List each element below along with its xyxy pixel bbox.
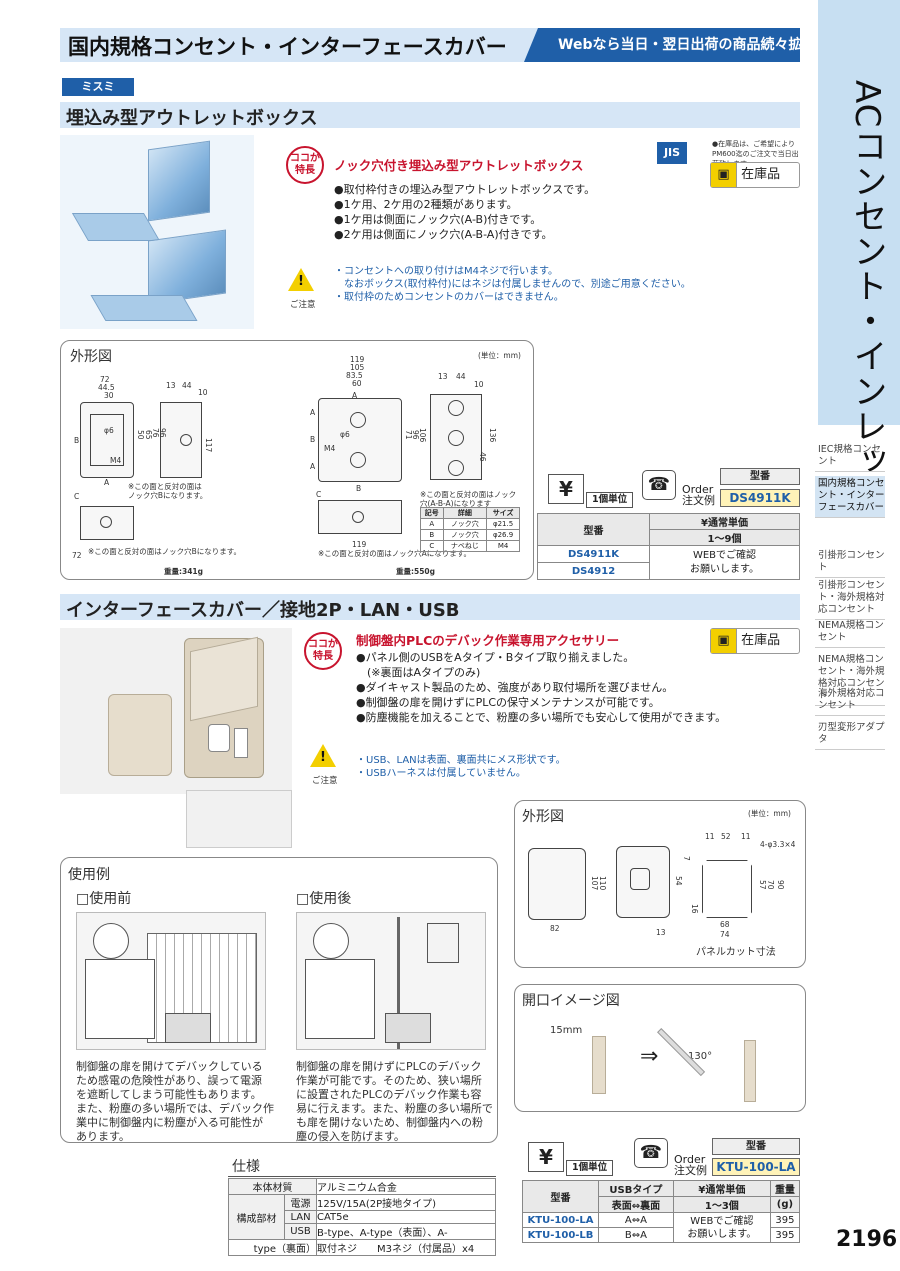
model-ktu-100-lb[interactable]: KTU-100-LB (522, 1227, 599, 1243)
model-ds4911k[interactable]: DS4911K (537, 545, 650, 563)
nav-item-domestic[interactable]: 国内規格コンセント・インターフェースカバー (815, 476, 885, 518)
brand-badge: ミスミ (62, 78, 134, 96)
nav-item-overseas[interactable]: 海外規格対応コンセント (815, 686, 885, 716)
box-icon: ▣ (711, 163, 737, 187)
cover-photo (60, 628, 292, 794)
caution-label-2: ご注意 (312, 776, 338, 786)
usage-title: 使用例 (68, 867, 110, 883)
unit-note-1: (単位：mm) (478, 351, 521, 360)
order-label-2: Order 注文例 (674, 1153, 707, 1177)
section2-title: インターフェースカバー／接地2P・LAN・USB (66, 600, 460, 621)
box-b-front (318, 398, 402, 482)
phone-icon: ☎ (642, 470, 676, 500)
caution-list: ・コンセントへの取り付けはM4ネジで行います。 なおボックス(取付枠付)にはネジ… (334, 266, 691, 303)
page-title: 国内規格コンセント・インターフェースカバー (68, 35, 507, 59)
caution-label: ご注意 (290, 300, 316, 310)
drawing-title-1: 外形図 (70, 349, 112, 365)
before-label: □使用前 (76, 891, 132, 907)
nav-item-nema-overseas[interactable]: NEMA規格コンセント・海外規格対応コンセント (815, 652, 885, 706)
feature-list: ●取付枠付きの埋込み型アウトレットボックスです。 ●1ケ用、2ケ用の2種類があり… (334, 183, 596, 241)
open-cover-drawing (744, 1040, 756, 1102)
in-stock-badge: ▣ 在庫品 (710, 162, 800, 188)
section1-bar (60, 102, 800, 128)
feature-list-2: ●パネル側のUSBをAタイプ・Bタイプ取り揃えました。 (※裏面はAタイプのみ)… (356, 651, 727, 724)
web-banner[interactable]: Webなら当日・翌日出荷の商品続々拡大中!! (524, 28, 843, 62)
feature-badge-2: ココが特長 (304, 632, 342, 670)
screws-photo (186, 790, 292, 848)
caution-list-2: ・USB、LANは表面、裏面共にメス形状です。 ・USBハーネスは付属していませ… (356, 755, 566, 779)
feature-heading: ノック穴付き埋込み型アウトレットボックス (334, 158, 584, 173)
nav-item-adapter[interactable]: 刃型変形アダプタ (815, 720, 885, 750)
after-illustration (296, 912, 486, 1050)
panel-cut-drawing (702, 860, 752, 918)
feature-badge: ココが特長 (286, 146, 324, 184)
model-ktu-100-la[interactable]: KTU-100-LA (522, 1212, 599, 1228)
feature-heading-2: 制御盤内PLCのデバック作業専用アクセサリー (356, 633, 620, 648)
outlet-box-photo (60, 135, 254, 329)
order-model-example-2: KTU-100-LA (712, 1158, 800, 1176)
model-ds4912[interactable]: DS4912 (537, 562, 650, 580)
side-tab (818, 0, 900, 425)
panel-cut-caption: パネルカット寸法 (696, 947, 776, 958)
section1-title: 埋込み型アウトレットボックス (66, 108, 318, 129)
cover-open-drawing (616, 846, 670, 918)
unit-note-2: (単位：mm) (748, 809, 791, 818)
before-text: 制御盤の扉を開けてデバックしている ため感電の危険性があり、誤って電源 を遮断し… (76, 1060, 274, 1143)
jis-badge: JIS (657, 142, 687, 164)
cover-front-drawing (528, 848, 586, 920)
order-model-example: DS4911K (720, 489, 800, 507)
phone-icon-2: ☎ (634, 1138, 668, 1168)
in-stock-badge-2: ▣ 在庫品 (710, 628, 800, 654)
box-icon: ▣ (711, 629, 737, 653)
section2-bar (60, 594, 800, 620)
order-label: Order 注文例 (682, 483, 715, 507)
order-model-head: 型番 (720, 468, 800, 485)
unit-label: 1個単位 (586, 492, 634, 508)
closed-cover-drawing (592, 1036, 606, 1094)
spec-title: 仕様 (232, 1159, 260, 1175)
arrow-icon: ⇒ (640, 1044, 659, 1069)
caution-icon-2 (310, 744, 336, 767)
order-model-head-2: 型番 (712, 1138, 800, 1155)
before-illustration (76, 912, 266, 1050)
nav-item-hikikake[interactable]: 引掛形コンセント (815, 548, 885, 578)
page-number: 2196 (836, 1227, 898, 1252)
caution-icon (288, 268, 314, 291)
side-title: ACコンセント・インレット (847, 80, 887, 514)
drawing-title-2: 外形図 (522, 809, 564, 825)
yen-icon-2: ¥ (528, 1142, 564, 1172)
open-image-title: 開口イメージ図 (522, 993, 620, 1009)
nav-item-nema[interactable]: NEMA規格コンセント (815, 618, 885, 648)
nav-item-hikikake-overseas[interactable]: 引掛形コンセント・海外規格対応コンセント (815, 578, 885, 620)
open-image-panel (514, 984, 806, 1112)
unit-label-2: 1個単位 (566, 1160, 614, 1176)
after-label: □使用後 (296, 891, 352, 907)
after-text: 制御盤の扉を開けずにPLCのデバック 作業が可能です。そのため、狭い場所 に設置… (296, 1060, 493, 1143)
yen-icon: ¥ (548, 474, 584, 504)
nav-item-iec[interactable]: IEC規格コンセント (815, 442, 885, 472)
